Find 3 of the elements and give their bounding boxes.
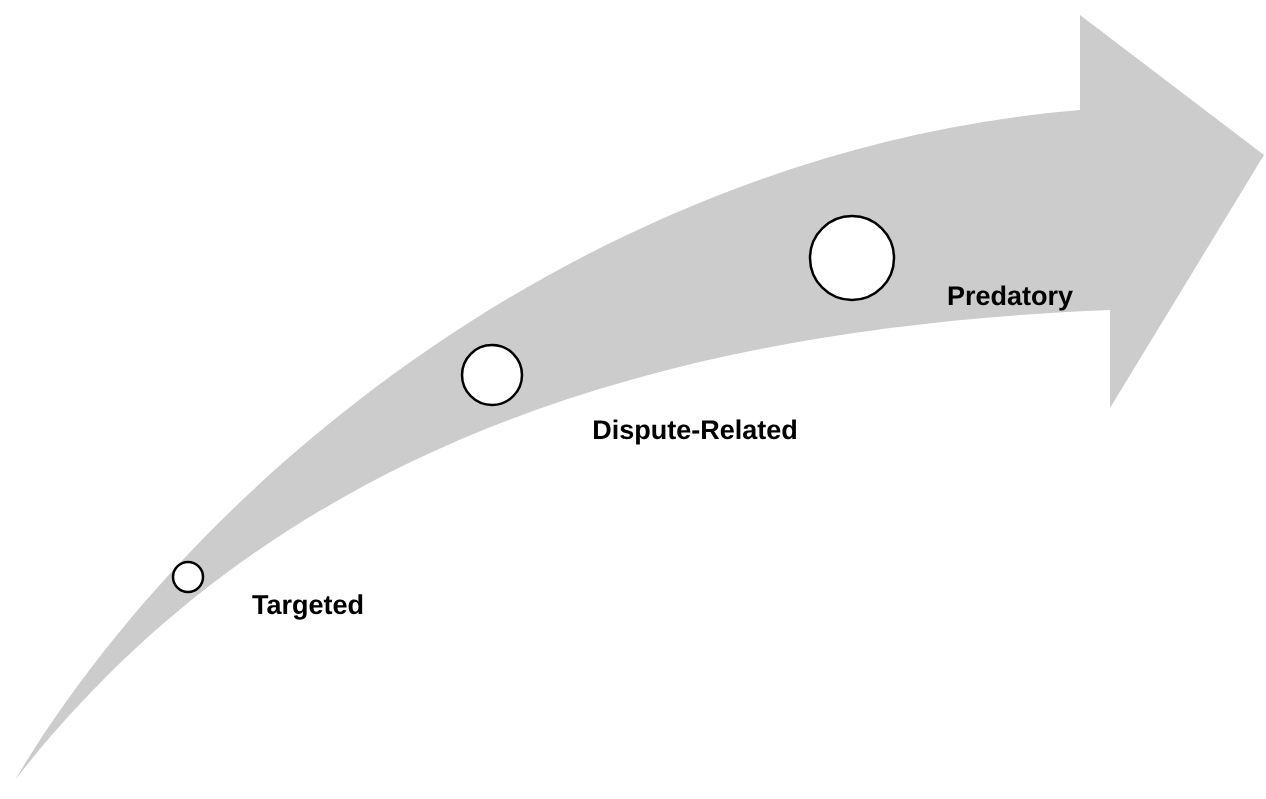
stage-label: Predatory — [948, 285, 1073, 311]
stage-label: Targeted — [252, 594, 363, 620]
stage-label: Dispute-Related — [594, 419, 796, 445]
